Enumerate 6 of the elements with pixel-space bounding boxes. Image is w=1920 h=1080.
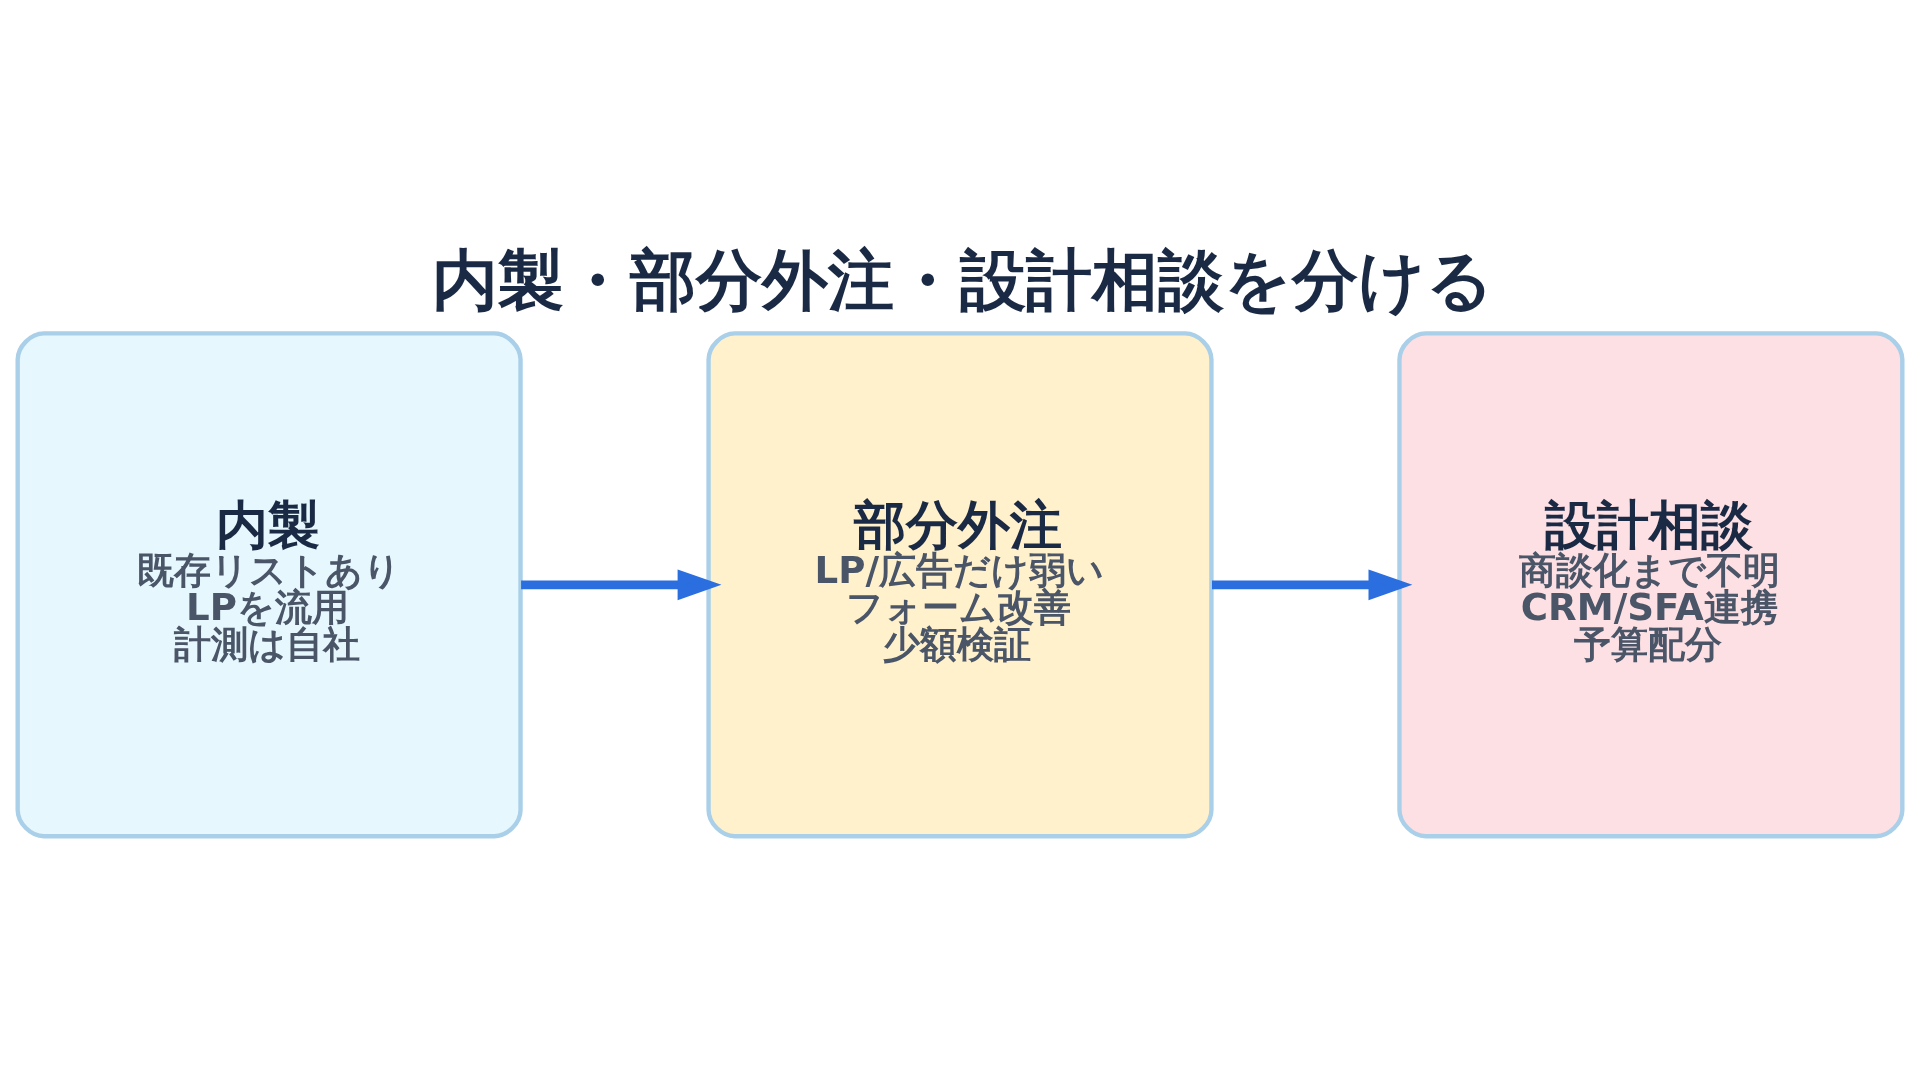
arrow [1212, 569, 1413, 601]
node-box: 内製 既存リストあり LPを流用 計測は自社 [15, 331, 523, 839]
node-box: 部分外注 LP/広告だけ弱い フォーム改善 少額検証 [706, 331, 1214, 839]
diagram-title: 内製・部分外注・設計相談を分ける [431, 241, 1494, 318]
arrow [521, 569, 722, 601]
node-box: 設計相談 商談化まで不明 CRM/SFA連携 予算配分 [1397, 331, 1905, 839]
